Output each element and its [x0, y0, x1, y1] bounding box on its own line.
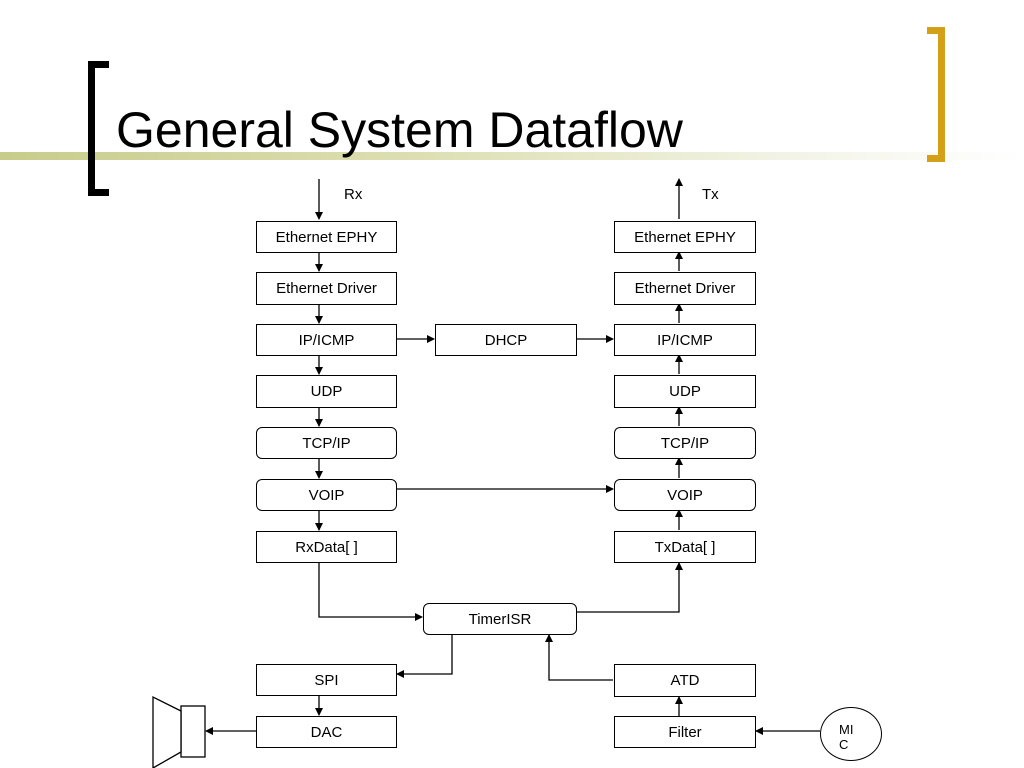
tx-label: Tx: [702, 186, 719, 203]
tx-ethernet-driver-block: Ethernet Driver: [614, 272, 756, 305]
rx-ip-icmp-block: IP/ICMP: [256, 324, 397, 356]
arrow-rxdata-timerisr: [318, 562, 423, 621]
rx-label: Rx: [344, 186, 363, 203]
dac-block: DAC: [256, 716, 397, 748]
microphone-node: MIC: [820, 707, 882, 761]
spi-block: SPI: [256, 664, 397, 696]
tx-udp-block: UDP: [614, 375, 756, 408]
filter-block: Filter: [614, 716, 756, 748]
dhcp-block: DHCP: [435, 324, 577, 356]
tx-ethernet-ephy-block: Ethernet EPHY: [614, 221, 756, 253]
mic-label: MIC: [839, 722, 854, 752]
tx-ip-icmp-block: IP/ICMP: [614, 324, 756, 356]
rx-udp-block: UDP: [256, 375, 397, 408]
page-title: General System Dataflow: [116, 102, 683, 158]
txdata-buffer-block: TxData[ ]: [614, 531, 756, 563]
atd-block: ATD: [614, 664, 756, 697]
speaker-icon: [152, 695, 206, 768]
tx-tcp-ip-block: TCP/IP: [614, 427, 756, 459]
arrow-atd-timerisr: [545, 634, 613, 681]
rx-tcp-ip-block: TCP/IP: [256, 427, 397, 459]
rx-voip-block: VOIP: [256, 479, 397, 511]
rxdata-buffer-block: RxData[ ]: [256, 531, 397, 563]
tx-voip-block: VOIP: [614, 479, 756, 511]
rx-ethernet-ephy-block: Ethernet EPHY: [256, 221, 397, 253]
timer-isr-block: TimerISR: [423, 603, 577, 635]
title-underline-bar: [0, 152, 1024, 160]
rx-ethernet-driver-block: Ethernet Driver: [256, 272, 397, 305]
arrow-timerisr-txdata: [577, 562, 683, 613]
arrow-timerisr-spi: [396, 634, 453, 678]
right-bracket-decoration: [927, 27, 945, 162]
left-bracket-decoration: [88, 61, 109, 196]
